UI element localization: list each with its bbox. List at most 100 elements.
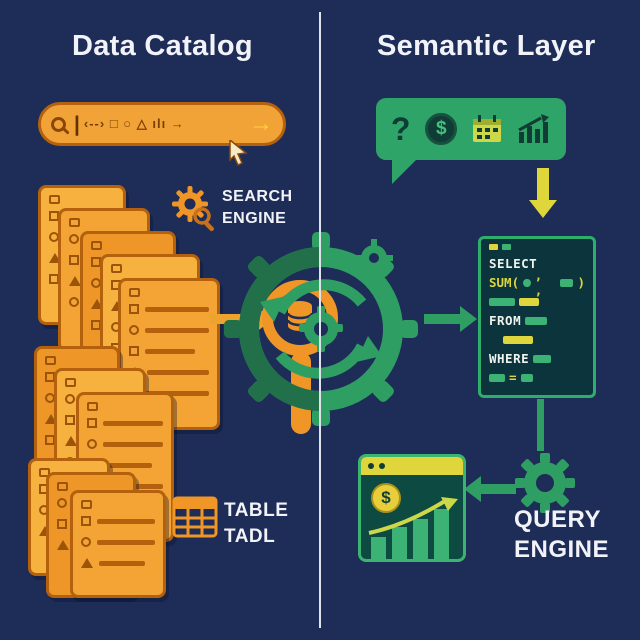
line-bar [105, 462, 153, 468]
card-header-icon [111, 264, 122, 273]
table-label-line2: TADL [224, 526, 276, 547]
dollar-coin-icon: $ [371, 483, 401, 513]
triangle-icon [39, 526, 51, 536]
sql-close-paren: ) [577, 275, 585, 290]
card-header-icon [91, 241, 102, 250]
card-row [129, 346, 209, 356]
window-dot-icon [502, 244, 511, 250]
table-icon [172, 496, 218, 538]
card-header-icon [129, 288, 140, 297]
window-header [361, 457, 463, 475]
calendar-icon [473, 115, 502, 142]
bubble-to-sql-arrow [529, 168, 557, 220]
process-gear-icon [224, 232, 418, 426]
card-header-icon [87, 402, 98, 411]
text-cursor: | [74, 112, 80, 136]
sql-equals: = [509, 370, 517, 385]
gear-to-sql-arrow [424, 306, 478, 332]
card-row [129, 304, 209, 314]
query-gear-icon [515, 453, 575, 513]
square-icon [129, 346, 139, 356]
triangle-icon [49, 253, 61, 263]
line-bar [145, 306, 209, 312]
result-chart-window: $ [358, 454, 466, 562]
card-row [87, 418, 163, 428]
divider-line [319, 12, 321, 628]
line-bar [145, 327, 209, 333]
circle-icon [65, 394, 75, 404]
arrow-head [529, 200, 557, 218]
query-engine-label-line2: ENGINE [514, 536, 610, 563]
circle-icon [129, 325, 139, 335]
card-row [81, 558, 155, 568]
sql-keyword-where: WHERE [489, 351, 530, 366]
arrow-head [464, 476, 481, 502]
square-icon [65, 415, 75, 425]
circle-icon [69, 297, 79, 307]
card-header-icon [65, 378, 76, 387]
line-bar [145, 390, 209, 396]
value-pill [489, 297, 515, 306]
sql-to-gear-connector [537, 399, 544, 451]
triangle-icon [57, 540, 69, 550]
search-submit-arrow-icon: → [249, 110, 273, 137]
arrow-shaft [537, 168, 549, 200]
value-pill [533, 354, 552, 363]
circle-icon [69, 234, 79, 244]
sql-keyword-select: SELECT [489, 256, 538, 271]
circle-icon [87, 439, 97, 449]
window-dots [489, 244, 585, 250]
bar-chart-icon [368, 497, 458, 559]
arrow-shaft [210, 314, 256, 324]
arrow-shaft [481, 484, 516, 494]
card-header-icon [69, 218, 80, 227]
square-icon [57, 519, 67, 529]
question-mark-icon: ? [390, 111, 411, 147]
sql-separators: , , [534, 267, 543, 298]
window-dot-icon [368, 463, 374, 469]
sql-keyword-from: FROM [489, 313, 522, 328]
question-bubble: ? $ [376, 98, 566, 160]
sql-sum-open: SUM( [489, 275, 520, 290]
dollar-coin-icon: $ [425, 113, 458, 145]
square-icon [87, 418, 97, 428]
card-row [81, 516, 155, 526]
arrow-head [460, 306, 477, 332]
triangle-icon [91, 299, 103, 309]
line-bar [97, 539, 155, 545]
search-bar: | ‹--› □ ○ △ ılı → → [38, 102, 286, 146]
card-header-icon [81, 500, 92, 509]
window-dot-icon [489, 244, 498, 250]
search-icon [51, 116, 66, 132]
search-engine-gear-icon [172, 186, 214, 232]
mouse-cursor-icon [229, 140, 248, 166]
search-engine-label-line2: ENGINE [222, 210, 287, 227]
value-pill [520, 373, 533, 382]
triangle-icon [69, 276, 81, 286]
bubble-tail [392, 158, 418, 184]
value-pill [560, 278, 574, 287]
circle-icon [81, 537, 91, 547]
catalog-card [70, 490, 166, 598]
line-bar [145, 348, 195, 354]
search-placeholder-glyphs: ‹--› □ ○ △ ılı → [83, 116, 185, 131]
triangle-icon [111, 301, 123, 311]
card-row [81, 537, 155, 547]
trend-chart-icon [518, 114, 550, 143]
card-header-icon [57, 482, 68, 491]
value-pill [503, 335, 533, 344]
value-pill [525, 316, 548, 325]
square-icon [69, 255, 79, 265]
table-label-line1: TABLE [224, 500, 289, 521]
square-icon [81, 516, 91, 526]
right-section-title: Semantic Layer [377, 30, 596, 62]
square-icon [129, 304, 139, 314]
card-row [129, 325, 209, 335]
gear-to-chart-arrow [464, 476, 516, 502]
line-bar [103, 441, 163, 447]
value-dot [523, 278, 531, 287]
sql-code-panel: SELECT SUM( , , ) FROM WHERE [478, 236, 596, 398]
line-bar [103, 420, 163, 426]
search-engine-label-line1: SEARCH [222, 188, 293, 205]
